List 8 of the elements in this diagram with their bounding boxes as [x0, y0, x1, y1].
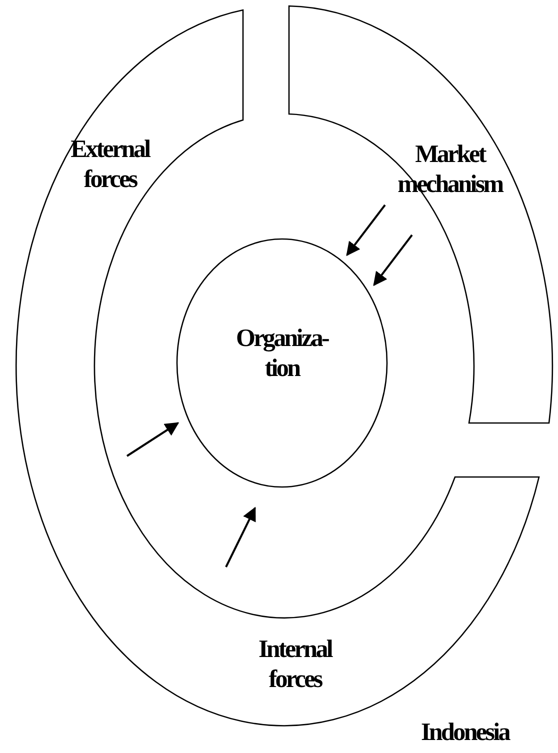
region-label: Organiza- tion: [234, 324, 330, 384]
region-label: External forces: [70, 135, 151, 195]
arrow: [346, 204, 386, 256]
region-label: Internal forces: [257, 635, 334, 695]
arrow: [126, 422, 180, 457]
arrow: [373, 234, 413, 286]
country-label: Indonesia: [420, 718, 510, 748]
arrow: [225, 506, 256, 568]
